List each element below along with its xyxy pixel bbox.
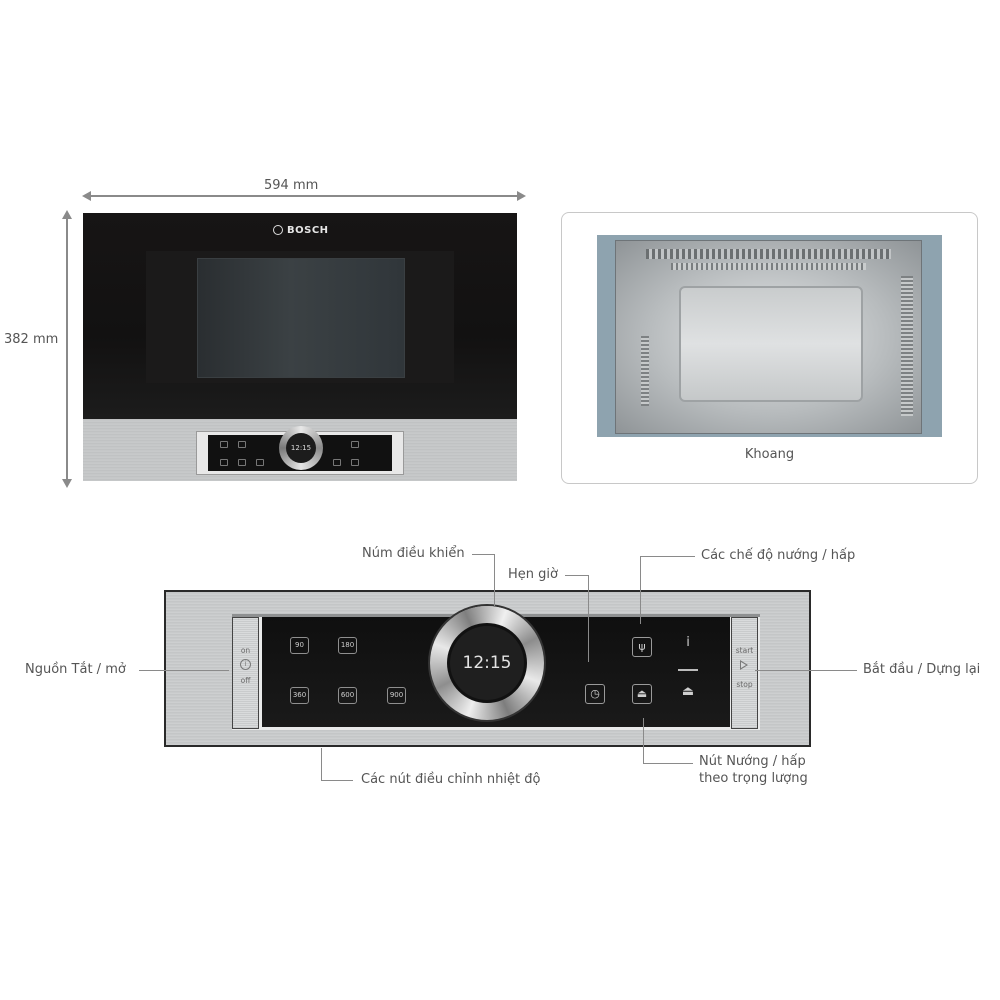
leader-power bbox=[139, 670, 229, 671]
cavity-card: Khoang bbox=[561, 212, 978, 484]
power-button-90[interactable]: 90 bbox=[290, 637, 309, 654]
power-side-strip[interactable]: on i off bbox=[232, 617, 259, 729]
grill-element bbox=[646, 249, 891, 259]
mini-weight-icon bbox=[351, 459, 359, 466]
mini-button-90 bbox=[220, 441, 228, 448]
mini-control-panel: 12:15 bbox=[196, 426, 404, 475]
control-knob[interactable]: 12:15 bbox=[430, 606, 544, 720]
annotation-knob: Núm điều khiển bbox=[362, 546, 465, 561]
power-button-180[interactable]: 180 bbox=[338, 637, 357, 654]
mini-button-360 bbox=[220, 459, 228, 466]
height-dimension-label: 382 mm bbox=[4, 332, 59, 347]
play-icon[interactable] bbox=[740, 660, 748, 670]
off-label: off bbox=[240, 676, 251, 685]
cavity-vent-left bbox=[641, 336, 649, 406]
door-glass: BOSCH bbox=[83, 213, 517, 419]
power-button-600[interactable]: 600 bbox=[338, 687, 357, 704]
annotation-modes: Các chế độ nướng / hấp bbox=[701, 548, 856, 563]
bosch-logo-icon bbox=[273, 225, 283, 235]
cavity-caption: Khoang bbox=[744, 447, 795, 462]
microwave-front-view: BOSCH 12:15 bbox=[83, 213, 517, 481]
leader-knob-v bbox=[494, 554, 495, 606]
leader-weight-v bbox=[643, 718, 644, 763]
weight-icon[interactable]: ⏏ bbox=[632, 684, 652, 704]
power-icon[interactable]: i bbox=[240, 659, 251, 670]
stop-label: stop bbox=[736, 680, 753, 689]
annotation-temp-buttons: Các nút điều chỉnh nhiệt độ bbox=[361, 772, 541, 787]
annotation-weight-line1: Nút Nướng / hấp bbox=[699, 754, 806, 769]
cavity-photo bbox=[597, 235, 942, 437]
start-label: start bbox=[735, 646, 754, 655]
leader-knob-h bbox=[472, 554, 494, 555]
knob-display: 12:15 bbox=[450, 626, 524, 700]
cavity-back-wall bbox=[679, 286, 863, 402]
cavity-vent-right bbox=[901, 276, 913, 416]
separator-line bbox=[678, 669, 698, 671]
height-dimension-arrow bbox=[62, 210, 72, 488]
brand-logo: BOSCH bbox=[273, 225, 329, 236]
width-dimension-arrow bbox=[82, 191, 526, 201]
mini-button-600 bbox=[238, 459, 246, 466]
width-dimension-label: 594 mm bbox=[264, 178, 319, 193]
leader-temp-v bbox=[321, 748, 322, 780]
cutlery-icon[interactable]: ψ bbox=[632, 637, 652, 657]
leader-timer-v bbox=[588, 575, 589, 662]
front-steel-strip: 12:15 bbox=[83, 419, 517, 481]
annotation-power: Nguồn Tắt / mở bbox=[25, 662, 126, 677]
timer-icon[interactable]: ◷ bbox=[585, 684, 605, 704]
leader-weight-h bbox=[643, 763, 693, 764]
leader-timer-h bbox=[565, 575, 588, 576]
power-button-900[interactable]: 900 bbox=[387, 687, 406, 704]
mini-cutlery-icon bbox=[351, 441, 359, 448]
cavity-interior bbox=[615, 240, 922, 434]
info-icon[interactable]: i bbox=[686, 635, 690, 650]
annotation-timer: Hẹn giờ bbox=[508, 567, 558, 582]
on-label: on bbox=[240, 646, 251, 655]
start-stop-side-strip[interactable]: start stop bbox=[731, 617, 758, 729]
mini-timer-icon bbox=[333, 459, 341, 466]
door-window bbox=[197, 258, 405, 378]
annotation-weight-line2: theo trọng lượng bbox=[699, 771, 808, 786]
annotation-start-stop: Bắt đầu / Dựng lại bbox=[863, 662, 981, 677]
mini-knob-display: 12:15 bbox=[286, 433, 316, 463]
mini-control-knob: 12:15 bbox=[279, 426, 323, 470]
mini-button-180 bbox=[238, 441, 246, 448]
leader-start-stop bbox=[755, 670, 857, 671]
brand-name: BOSCH bbox=[287, 225, 329, 236]
leader-modes-h bbox=[640, 556, 695, 557]
mini-button-900 bbox=[256, 459, 264, 466]
grill-element-inner bbox=[671, 263, 866, 270]
leader-modes-v bbox=[640, 556, 641, 624]
eject-icon[interactable]: ⏏ bbox=[681, 684, 695, 699]
leader-temp-h bbox=[321, 780, 353, 781]
power-button-360[interactable]: 360 bbox=[290, 687, 309, 704]
